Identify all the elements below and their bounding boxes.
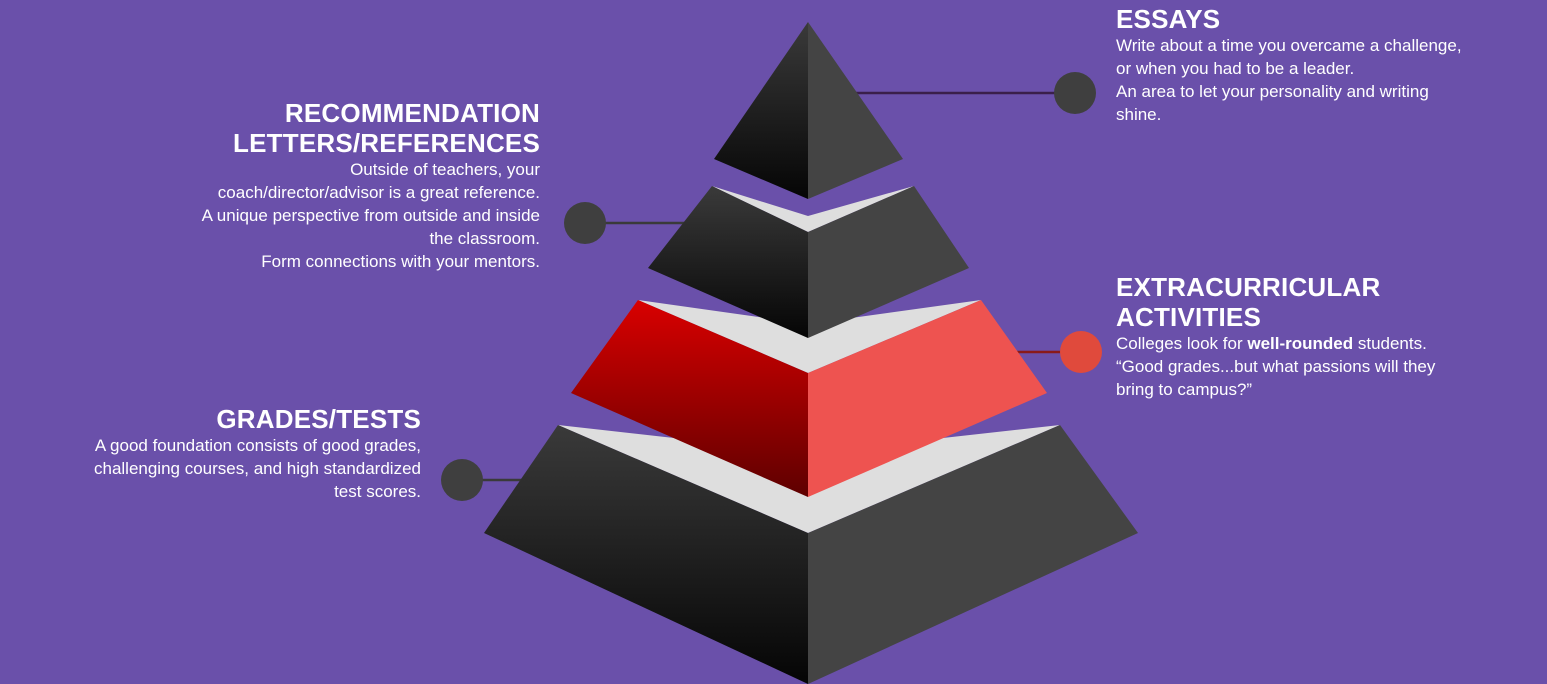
extracurricular-line-1-post: students. bbox=[1353, 334, 1427, 353]
essays-block: ESSAYS Write about a time you overcame a… bbox=[1116, 4, 1541, 126]
essays-title: ESSAYS bbox=[1116, 4, 1221, 34]
recommendations-line-1: Outside of teachers, your bbox=[350, 160, 540, 179]
extracurricular-line-1-pre: Colleges look for bbox=[1116, 334, 1248, 353]
extracurricular-title-line-1: EXTRACURRICULAR bbox=[1116, 272, 1381, 302]
grades-line-2: challenging courses, and high standardiz… bbox=[93, 459, 421, 478]
extracurricular-title-line-2: ACTIVITIES bbox=[1116, 302, 1262, 332]
connector-dot-essays bbox=[1054, 72, 1096, 114]
grades-title: GRADES/TESTS bbox=[216, 404, 421, 434]
pyramid-tier-recommendations bbox=[648, 186, 969, 338]
recommendations-line-4: the classroom. bbox=[429, 229, 540, 248]
extracurricular-line-3: bring to campus?” bbox=[1116, 380, 1253, 399]
recommendations-line-3: A unique perspective from outside and in… bbox=[201, 206, 540, 225]
connector-dot-extra bbox=[1060, 331, 1102, 373]
pyramid-tier-essays bbox=[714, 22, 903, 199]
essays-line-2: or when you had to be a leader. bbox=[1116, 59, 1355, 78]
recommendations-line-5: Form connections with your mentors. bbox=[261, 252, 540, 271]
extracurricular-line-1: Colleges look for well-rounded students. bbox=[1116, 332, 1541, 355]
connector-dot-grades bbox=[441, 459, 483, 501]
recommendations-block: RECOMMENDATION LETTERS/REFERENCES Outsid… bbox=[40, 98, 540, 273]
grades-block: GRADES/TESTS A good foundation consists … bbox=[0, 404, 421, 503]
recommendations-title-line-1: RECOMMENDATION bbox=[284, 98, 540, 128]
pyramid-tier-extracurricular bbox=[571, 300, 1047, 497]
recommendations-line-2: coach/director/advisor is a great refere… bbox=[217, 183, 540, 202]
essays-line-4: shine. bbox=[1116, 105, 1162, 124]
extracurricular-line-2: “Good grades...but what passions will th… bbox=[1116, 357, 1436, 376]
grades-line-3: test scores. bbox=[334, 482, 421, 501]
essays-line-3: An area to let your personality and writ… bbox=[1116, 82, 1429, 101]
grades-line-1: A good foundation consists of good grade… bbox=[94, 436, 421, 455]
extracurricular-line-1-bold: well-rounded bbox=[1247, 334, 1354, 353]
essays-line-1: Write about a time you overcame a challe… bbox=[1116, 36, 1462, 55]
recommendations-title-line-2: LETTERS/REFERENCES bbox=[233, 128, 540, 158]
extracurricular-block: EXTRACURRICULAR ACTIVITIES Colleges look… bbox=[1116, 272, 1541, 401]
connector-dot-recs bbox=[564, 202, 606, 244]
